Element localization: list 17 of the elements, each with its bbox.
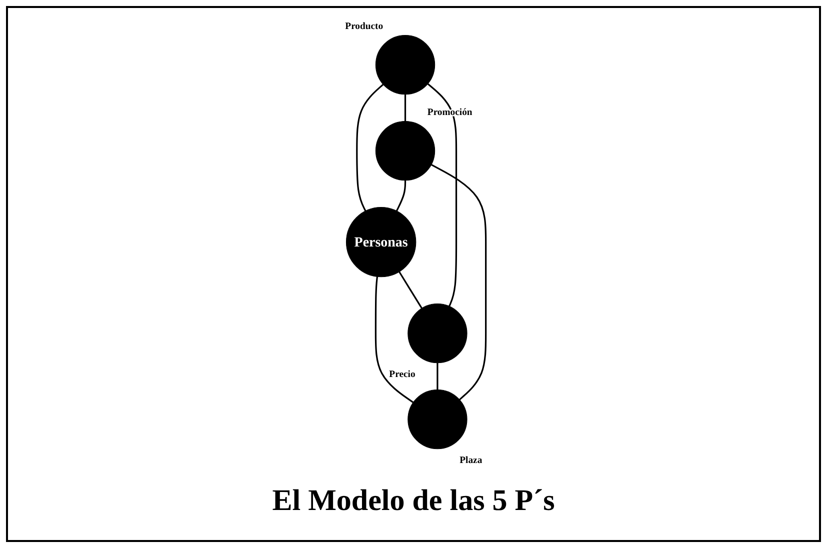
connector-line: [374, 276, 414, 404]
connector-line: [404, 94, 406, 122]
circle-node: [375, 34, 436, 95]
node-caption: Precio: [389, 368, 416, 380]
connector-line: [356, 84, 384, 212]
connector-line: [430, 164, 487, 400]
connector-line: [398, 271, 422, 309]
node-caption: Plaza: [460, 454, 482, 466]
connector-line: [396, 180, 406, 212]
node-caption: Producto: [345, 20, 384, 32]
caption: El Modelo de las 5 P´s: [272, 484, 555, 517]
connector-line: [427, 83, 458, 307]
connector-line: [436, 362, 438, 390]
circle-node: [408, 304, 468, 364]
center-circle: Personas: [346, 206, 416, 278]
circle-node: [375, 120, 436, 181]
circle-node: [408, 389, 468, 450]
